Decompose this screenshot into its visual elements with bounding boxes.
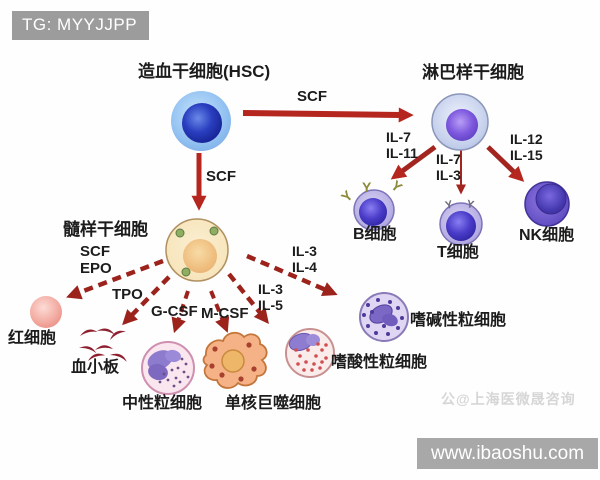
footer-banner: www.ibaoshu.com: [417, 438, 598, 469]
arrow-scf-hsc-to-lymphoid: [242, 107, 414, 123]
platelet-label: 血小板: [71, 359, 120, 376]
hsc-cell-graphic: [171, 91, 231, 151]
t-cell-label: T细胞: [437, 244, 479, 261]
rbc-label: 红细胞: [8, 330, 57, 347]
svg-text:Y: Y: [338, 187, 356, 205]
nk-cell-graphic: [524, 181, 570, 227]
b-cell-graphic: Y Y Y: [338, 177, 406, 231]
arrow-lymphoid-to-nkcell: [486, 145, 525, 182]
arrow-myeloid-to-platelet: [122, 275, 171, 326]
neutrophil-graphic: [141, 341, 195, 395]
t-cell-graphic: Y Y: [439, 198, 483, 246]
factor-il12-il15: IL-12 IL-15: [510, 131, 543, 164]
eosinophil-label: 嗜酸性粒细胞: [331, 354, 428, 371]
macrophage-label: 单核巨噬细胞: [225, 395, 322, 412]
factor-gcsf: G-CSF: [151, 303, 198, 320]
nk-cell-label: NK细胞: [519, 227, 575, 244]
factor-il3-il5: IL-3 IL-5: [258, 281, 283, 314]
arrow-myeloid-to-neutrophil: [171, 290, 190, 334]
factor-tpo: TPO: [112, 286, 143, 303]
arrow-myeloid-to-rbc: [66, 258, 164, 300]
arrow-lymphoid-to-bcell: [390, 144, 437, 180]
arrow-myeloid-to-eosinophil: [227, 272, 269, 324]
svg-text:Y: Y: [465, 198, 475, 211]
factor-mcsf: M-CSF: [201, 305, 249, 322]
svg-text:Y: Y: [362, 179, 372, 195]
factor-scf-epo: SCF EPO: [80, 243, 112, 278]
svg-text:Y: Y: [388, 177, 406, 196]
svg-text:Y: Y: [444, 199, 454, 212]
basophil-label: 嗜碱性粒细胞: [410, 312, 507, 329]
hsc-label: 造血干细胞(HSC): [138, 62, 271, 81]
factor-il7-il3: IL-7 IL-3: [436, 151, 461, 184]
b-cell-label: B细胞: [353, 226, 397, 243]
company-watermark: 公@上海医微晟咨询: [441, 391, 576, 407]
arrow-myeloid-to-macrophage: [209, 290, 230, 333]
basophil-graphic: [359, 292, 409, 342]
rbc-graphic: [30, 296, 62, 328]
factor-il3-il4: IL-3 IL-4: [292, 243, 317, 276]
factor-scf-top: SCF: [297, 88, 327, 105]
myeloid-cell-graphic: [165, 218, 229, 282]
watermark-tag-badge: TG: MYYJJPP: [12, 11, 150, 40]
factor-il7-il11: IL-7 IL-11: [386, 129, 418, 162]
footer-url: www.ibaoshu.com: [430, 442, 585, 464]
myeloid-label: 髓样干细胞: [63, 220, 148, 239]
macrophage-graphic: [202, 331, 268, 389]
factor-scf-down: SCF: [206, 168, 236, 185]
t-cell-receptor-icon: Y Y: [444, 198, 476, 212]
eosinophil-graphic: [285, 328, 335, 378]
neutrophil-label: 中性粒细胞: [122, 395, 203, 412]
lymphoid-label: 淋巴样干细胞: [422, 63, 524, 82]
platelet-graphic: [79, 328, 127, 362]
lymphoid-cell-graphic: [431, 93, 489, 151]
